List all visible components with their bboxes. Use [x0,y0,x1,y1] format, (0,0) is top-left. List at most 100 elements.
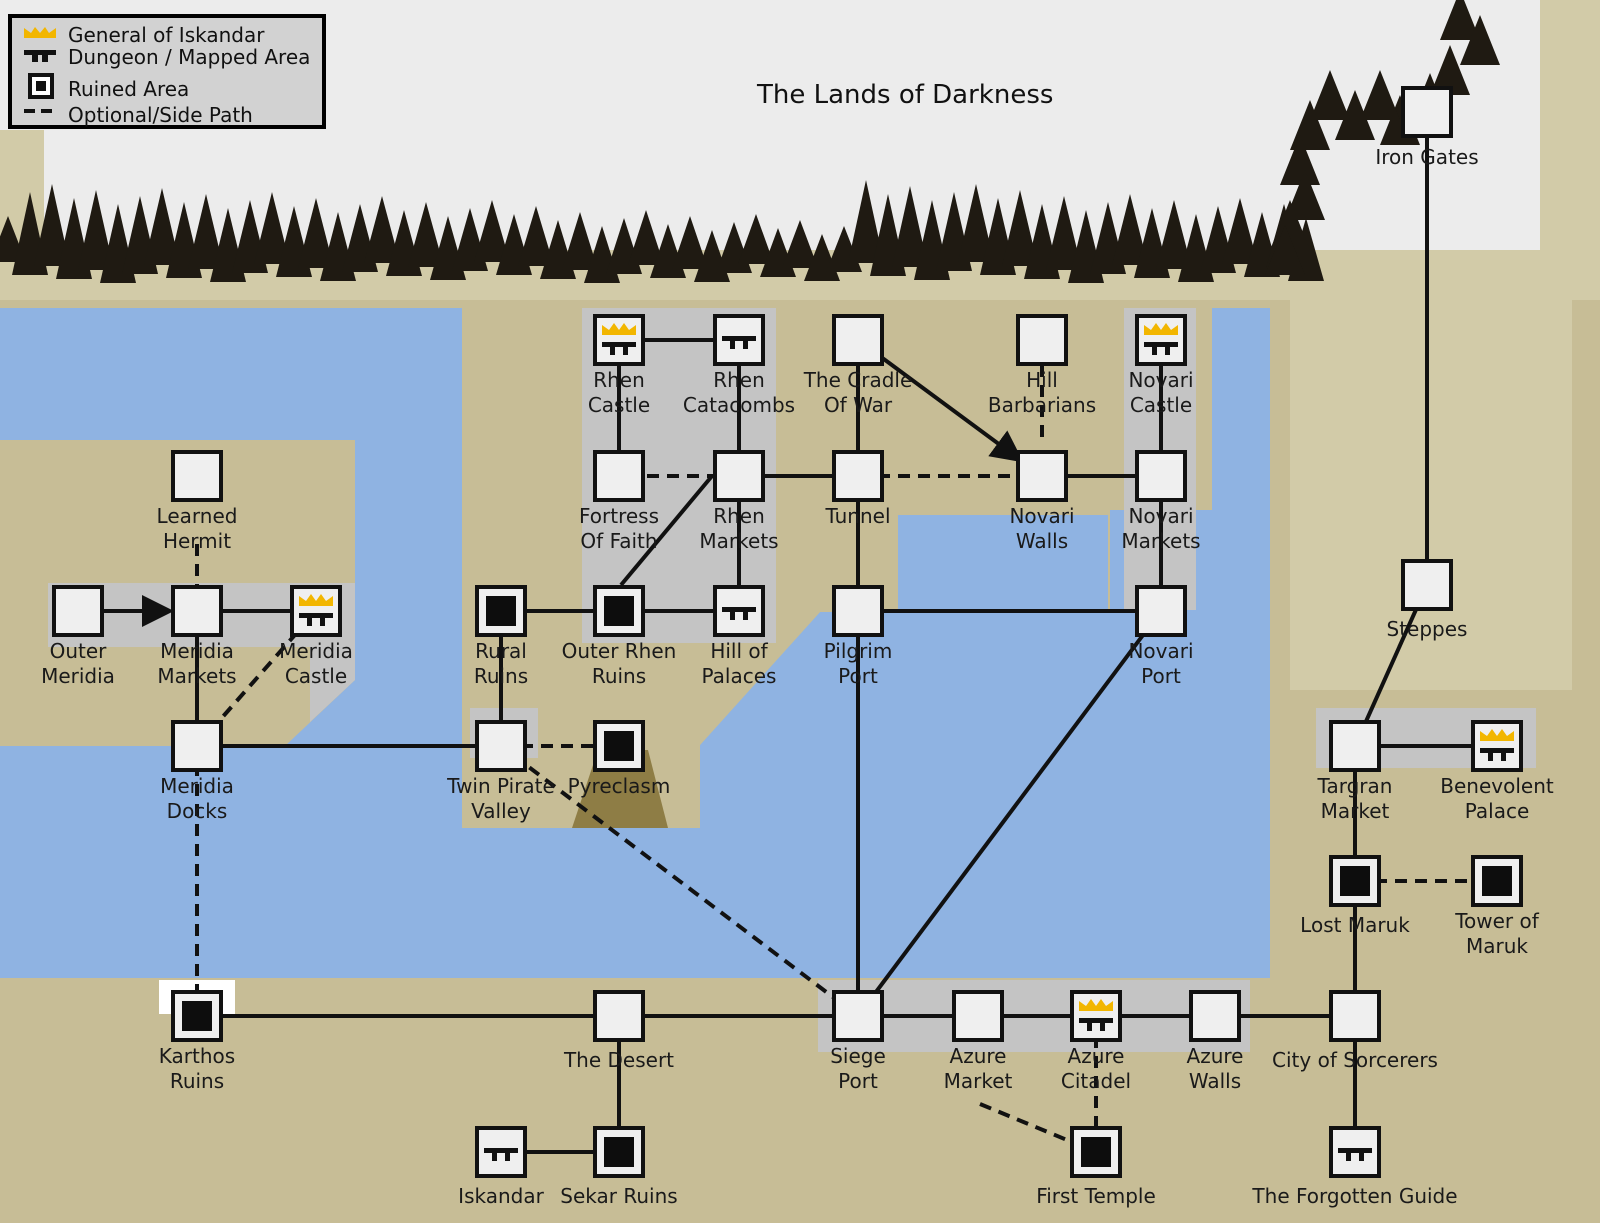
label-line: Catacombs [682,393,796,417]
crown-icon [1144,323,1178,335]
label-line: Citadel [1060,1069,1132,1093]
novari-castle-node[interactable] [1135,314,1187,366]
tree-icon [298,198,334,268]
label-line: Pilgrim [823,639,893,663]
steppes-label: Steppes [1317,617,1537,642]
benevolent-palace-node[interactable] [1471,720,1523,772]
tree-icon [254,192,290,264]
ruined-icon [604,731,634,761]
rhen-catacombs-node[interactable] [713,314,765,366]
azure-market-node[interactable] [952,990,1004,1042]
crown-icon [24,27,56,38]
tunnel-node[interactable] [832,450,884,502]
label-line: Novari [1128,504,1194,528]
karthos-ruins-node[interactable] [171,990,223,1042]
dungeon-icon [1480,748,1514,761]
lost-maruk-node[interactable] [1329,855,1381,907]
label-line: Port [1141,664,1181,688]
steppes-node[interactable] [1401,559,1453,611]
the-forgotten-guide-label: The Forgotten Guide [1245,1184,1465,1209]
label-line: Castle [587,393,651,417]
ruined-icon [1081,1137,1111,1167]
tower-of-maruk-node[interactable] [1471,855,1523,907]
ruined-icon [604,1137,634,1167]
sekar-ruins-node[interactable] [593,1126,645,1178]
pyreclasm-node[interactable] [593,720,645,772]
label-line: Tower of [1455,909,1539,933]
city-of-sorcerers-node[interactable] [1329,990,1381,1042]
meridia-docks-node[interactable] [171,720,223,772]
label-line: Azure [1186,1044,1244,1068]
first-temple-node[interactable] [1070,1126,1122,1178]
novari-walls-node[interactable] [1016,450,1068,502]
route-steppes-to-targran-market [1353,584,1429,747]
meridia-markets-node[interactable] [171,585,223,637]
learned-hermit-node[interactable] [171,450,223,502]
lost-maruk-label: Lost Maruk [1245,913,1465,938]
label-line: The Desert [563,1048,675,1072]
tree-icon [892,186,928,267]
label-line: City of Sorcerers [1272,1048,1438,1072]
ruined-icon [182,1001,212,1031]
label-line: Lost Maruk [1300,913,1410,937]
novari-port-node[interactable] [1135,585,1187,637]
rhen-castle-node[interactable] [593,314,645,366]
rural-ruins-node[interactable] [475,585,527,637]
fortress-of-faith-node[interactable] [593,450,645,502]
tree-icon [1265,225,1305,275]
the-desert-node[interactable] [593,990,645,1042]
twin-pirate-valley-node[interactable] [475,720,527,772]
legend: General of Iskandar Dungeon / Mapped Are… [8,14,326,129]
label-line: Sekar Ruins [560,1184,678,1208]
meridia-castle-node[interactable] [290,585,342,637]
dungeon-icon [299,613,333,626]
pilgrim-port-node[interactable] [832,585,884,637]
eastern-plains [1290,250,1572,690]
hill-barbarians-node[interactable] [1016,314,1068,366]
label-line: Market [1320,799,1390,823]
outer-meridia-node[interactable] [52,585,104,637]
tree-icon [518,206,554,266]
dashed-line-icon [24,109,56,113]
tree-icon [1460,15,1500,65]
novari-markets-node[interactable] [1135,450,1187,502]
label-line: Maruk [1466,934,1528,958]
tree-icon [628,210,664,265]
siege-port-node[interactable] [832,990,884,1042]
pyreclasm-label: Pyreclasm [509,774,729,799]
tree-icon [848,180,884,263]
label-line: Novari [1009,504,1075,528]
route-siege-port-to-novari-port [856,609,1163,1018]
azure-walls-node[interactable] [1189,990,1241,1042]
label-line: Tunnel [825,504,891,528]
label-line: Hermit [162,529,232,553]
city-of-sorcerers-label: City of Sorcerers [1245,1048,1465,1073]
rhen-markets-node[interactable] [713,450,765,502]
targran-market-node[interactable] [1329,720,1381,772]
sekar-ruins-label: Sekar Ruins [509,1184,729,1209]
label-line: Meridia [279,639,353,663]
the-forgotten-guide-node[interactable] [1329,1126,1381,1178]
hill-of-palaces-node[interactable] [713,585,765,637]
iskandar-node[interactable] [475,1126,527,1178]
outer-rhen-ruins-node[interactable] [593,585,645,637]
tree-line [0,0,1500,283]
label-line: Hill of [710,639,768,663]
iron-gates-node[interactable] [1401,86,1453,138]
tree-icon [188,194,224,269]
azure-citadel-node[interactable] [1070,990,1122,1042]
the-cradle-of-war-node[interactable] [832,314,884,366]
label-line: Meridia [41,664,115,688]
tree-icon [562,212,598,270]
